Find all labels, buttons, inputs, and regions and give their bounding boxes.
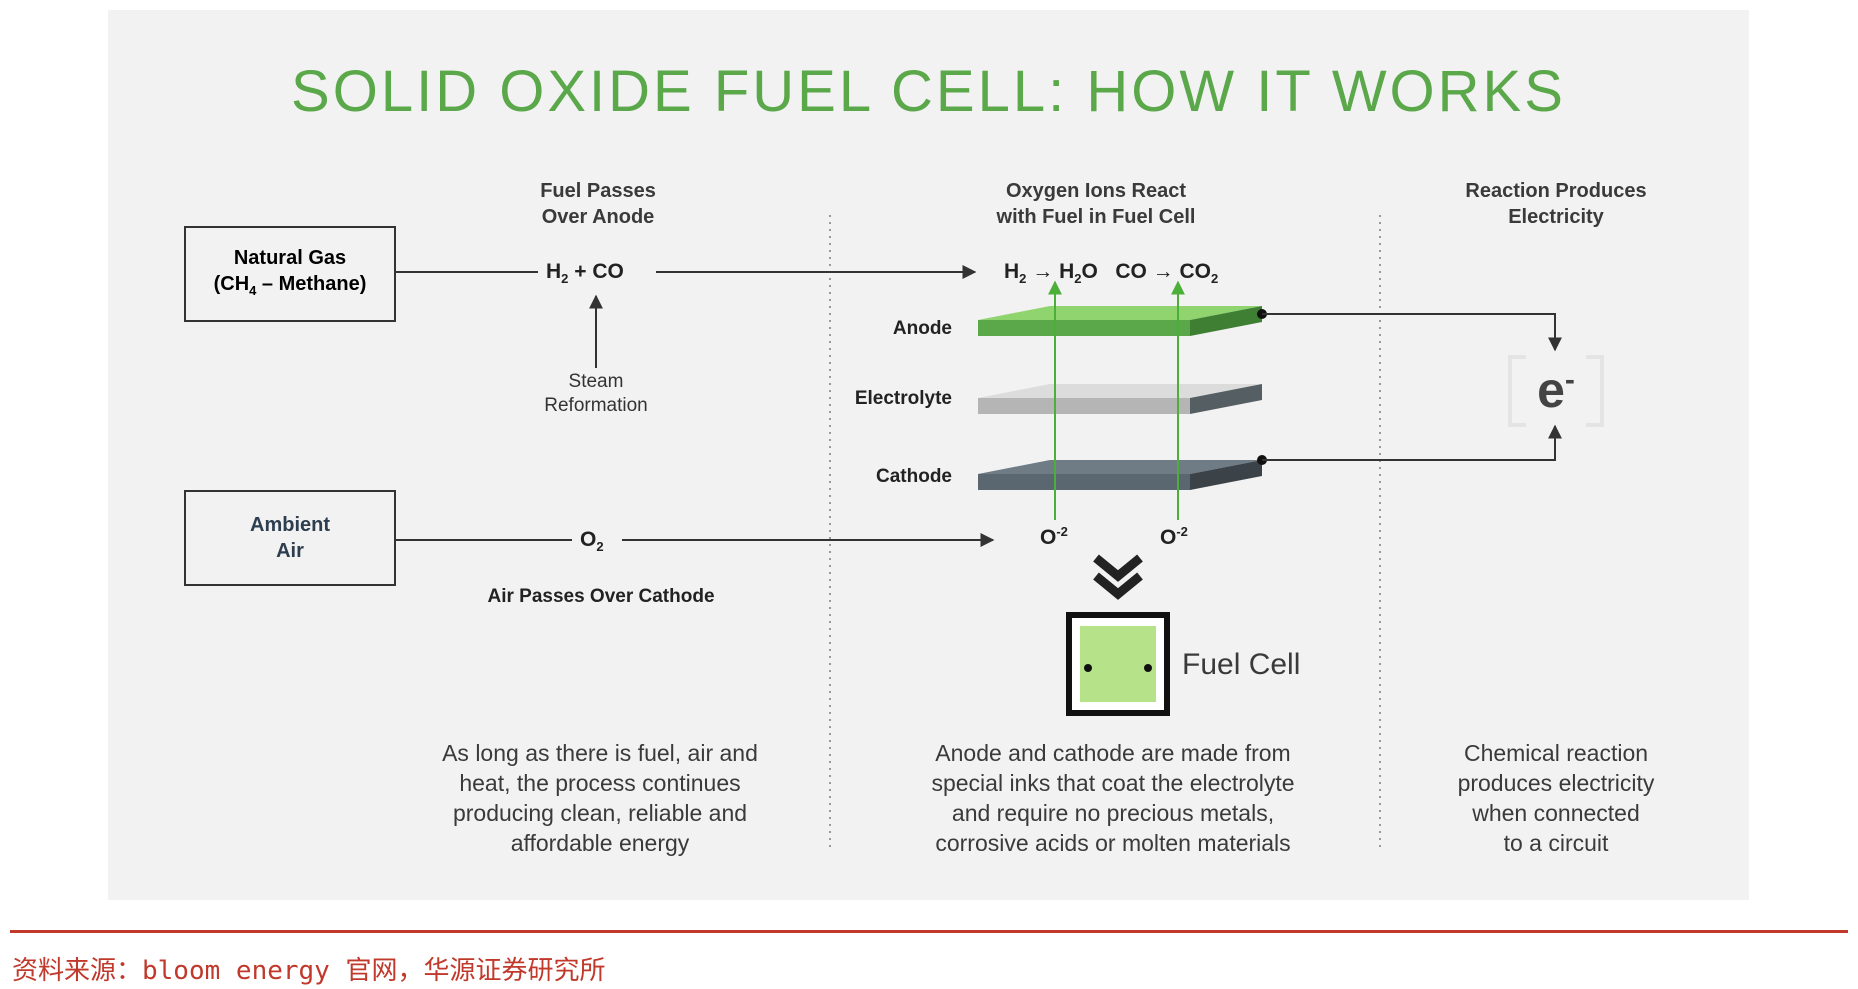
electron-bracket-left <box>1508 355 1526 427</box>
methane-text-b: – Methane) <box>256 272 367 295</box>
cathode-plate <box>978 460 1262 490</box>
electron-symbol: e- <box>1508 361 1604 419</box>
fuel-cell-dot-right <box>1144 664 1152 672</box>
reaction-h2: H <box>1004 260 1020 283</box>
right-description: Chemical reaction produces electricity w… <box>1376 738 1736 858</box>
left-desc-line3: producing clean, reliable and <box>452 800 748 826</box>
fuel-cell-dot-left <box>1084 664 1092 672</box>
right-desc-line2: produces electricity <box>1457 770 1655 796</box>
right-desc-line1: Chemical reaction <box>1463 740 1649 766</box>
o2-symbol: O <box>580 528 597 551</box>
electron-indicator: e- <box>1508 355 1604 427</box>
fuel-cell-icon <box>1066 612 1170 716</box>
methane-label: (CH4 – Methane) <box>214 271 367 304</box>
electron-charge: - <box>1564 363 1575 397</box>
anode-label: Anode <box>892 318 952 339</box>
left-desc-line1: As long as there is fuel, air and <box>442 740 758 766</box>
mid-desc-line1: Anode and cathode are made from <box>935 740 1291 766</box>
natural-gas-label: Natural Gas <box>233 246 347 269</box>
reaction-co: CO <box>1097 260 1147 283</box>
right-desc-line4: to a circuit <box>1503 830 1609 856</box>
electrolyte-plate <box>978 384 1262 414</box>
oion-left-symbol: O <box>1040 526 1057 549</box>
plus-co-text: + CO <box>568 260 624 283</box>
co2-subscript: 2 <box>1211 271 1219 287</box>
co2-symbol: CO <box>1179 260 1212 283</box>
source-note: 资料来源：bloom energy 官网，华源证券研究所 <box>12 956 606 986</box>
oxygen-ion-right: O-2 <box>1160 524 1188 550</box>
electron-e: e <box>1537 362 1565 418</box>
fuel-heading-line1: Fuel Passes <box>540 180 656 202</box>
reaction-arrow-1: → <box>1026 260 1060 283</box>
ambient-air-box: Ambient Air <box>184 490 396 586</box>
oxygen-ion-left: O-2 <box>1040 524 1068 550</box>
diagram-panel <box>108 10 1749 900</box>
h2o-o: O <box>1081 260 1098 283</box>
steam-line2: Reformation <box>544 395 648 416</box>
fuel-cell-icon-fill <box>1080 626 1156 702</box>
react-heading-line2: with Fuel in Fuel Cell <box>996 206 1196 228</box>
source-divider <box>10 930 1848 933</box>
air-passes-label: Air Passes Over Cathode <box>487 586 715 607</box>
h2-subscript: 2 <box>561 271 569 287</box>
reaction-formula: H2 → H2O CO → CO2 <box>1004 260 1218 286</box>
cathode-label: Cathode <box>876 466 952 487</box>
react-column-heading: Oxygen Ions React with Fuel in Fuel Cell <box>966 178 1226 230</box>
elec-heading-line2: Electricity <box>1508 206 1604 228</box>
right-desc-line3: when connected <box>1472 800 1640 826</box>
mid-desc-line4: corrosive acids or molten materials <box>935 830 1291 856</box>
left-desc-line2: heat, the process continues <box>459 770 741 796</box>
chevron-down-icon <box>1093 554 1143 600</box>
anode-wire <box>1262 313 1562 352</box>
methane-text-a: (CH <box>213 272 250 295</box>
page-title: SOLID OXIDE FUEL CELL: HOW IT WORKS <box>291 59 1566 124</box>
left-description: As long as there is fuel, air and heat, … <box>390 738 810 858</box>
ambient-label: Ambient <box>250 514 330 536</box>
elec-heading-line1: Reaction Produces <box>1465 180 1647 202</box>
anode-plate <box>978 306 1262 336</box>
h2o-h: H <box>1059 260 1075 283</box>
steam-reformation-label: Steam Reformation <box>522 370 670 418</box>
fuel-heading-line2: Over Anode <box>541 206 655 228</box>
h2o-sub: 2 <box>1074 271 1082 287</box>
o2-formula: O2 <box>580 528 604 554</box>
methane-subscript: 4 <box>249 282 257 298</box>
oion-right-symbol: O <box>1160 526 1177 549</box>
electricity-column-heading: Reaction Produces Electricity <box>1426 178 1686 230</box>
middle-description: Anode and cathode are made from special … <box>903 738 1323 858</box>
h2-co-formula: H2 + CO <box>546 260 624 286</box>
electrolyte-label: Electrolyte <box>854 388 952 409</box>
cathode-wire <box>1262 424 1562 461</box>
air-label: Air <box>276 540 304 562</box>
mid-desc-line2: special inks that coat the electrolyte <box>931 770 1295 796</box>
mid-desc-line3: and require no precious metals, <box>951 800 1275 826</box>
oion-right-charge: -2 <box>1176 524 1188 539</box>
fuel-column-heading: Fuel Passes Over Anode <box>468 178 728 230</box>
react-heading-line1: Oxygen Ions React <box>1005 180 1187 202</box>
reaction-arrow-2: → <box>1146 260 1180 283</box>
oion-left-charge: -2 <box>1056 524 1068 539</box>
steam-line1: Steam <box>568 371 624 392</box>
fuel-cell-label: Fuel Cell <box>1182 648 1301 681</box>
left-desc-line4: affordable energy <box>510 830 690 856</box>
o2-subscript: 2 <box>596 539 604 555</box>
reaction-h2-sub: 2 <box>1019 271 1027 287</box>
electron-bracket-right <box>1586 355 1604 427</box>
h2-symbol: H <box>546 260 562 283</box>
natural-gas-box: Natural Gas (CH4 – Methane) <box>184 226 396 322</box>
